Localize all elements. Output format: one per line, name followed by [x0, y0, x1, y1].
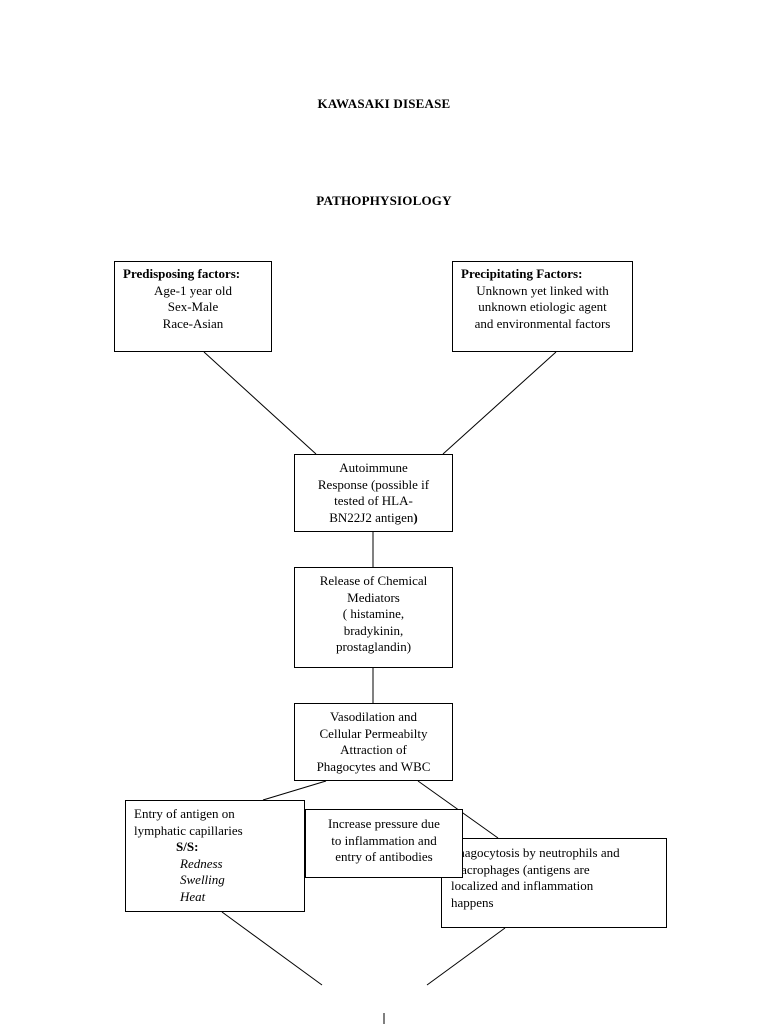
- autoimmune-line-2: Response (possible if: [317, 476, 430, 492]
- section-title: PATHOPHYSIOLOGY: [316, 193, 452, 208]
- antigen-entry-box: Entry of antigen on lymphatic capillarie…: [125, 800, 305, 912]
- sign-swelling: Swelling: [180, 872, 225, 887]
- signs-symptoms-label: S/S:: [176, 839, 199, 854]
- phagocytosis-line-2: macrophages (antigens are: [451, 861, 590, 877]
- pressure-line-1: Increase pressure due: [328, 816, 440, 831]
- pressure-line-2: to inflammation and: [331, 832, 437, 848]
- connector-entry-to-bottom: [221, 911, 323, 986]
- pressure-line-3: entry of antibodies: [335, 849, 433, 864]
- autoimmune-response-box: Autoimmune Response (possible if tested …: [294, 454, 453, 532]
- autoimmune-closing-paren: ): [413, 509, 418, 525]
- chemical-line-1: Release of Chemical: [319, 573, 428, 588]
- connector-predisposing-to-autoimmune: [203, 351, 317, 455]
- predisposing-race: Race-Asian: [162, 315, 224, 331]
- chemical-line-3: ( histamine,: [342, 606, 405, 621]
- increase-pressure-box: Increase pressure due to inflammation an…: [305, 809, 463, 878]
- predisposing-age: Age-1 year old: [154, 282, 232, 298]
- vasodilation-line-3: Attraction of: [340, 742, 407, 757]
- autoimmune-line-3: tested of HLA-: [334, 493, 413, 508]
- entry-line-2: lymphatic capillaries: [134, 822, 243, 838]
- connector-precipitating-to-autoimmune: [442, 351, 557, 455]
- phagocytosis-box: Phagocytosis by neutrophils and macropha…: [441, 838, 667, 928]
- entry-line-1: Entry of antigen on: [134, 806, 235, 821]
- connector-vasodilation-to-entry: [262, 780, 327, 801]
- vasodilation-line-2: Cellular Permeabilty: [319, 725, 428, 741]
- connector-phagocytosis-to-bottom: [426, 927, 506, 986]
- phagocytosis-line-3: localized and inflammation: [451, 878, 594, 893]
- sign-heat: Heat: [180, 888, 206, 904]
- chemical-line-5: prostaglandin): [335, 639, 412, 654]
- chemical-line-2: Mediators: [347, 589, 400, 605]
- predisposing-sex: Sex-Male: [167, 299, 219, 314]
- autoimmune-antigen: BN22J2 antigen: [329, 509, 414, 525]
- chemical-line-4: bradykinin,: [343, 622, 404, 638]
- phagocytosis-line-1: Phagocytosis by neutrophils and: [451, 845, 620, 860]
- vasodilation-box: Vasodilation and Cellular Permeabilty At…: [294, 703, 453, 781]
- vasodilation-line-4: Phagocytes and WBC: [316, 758, 431, 774]
- vasodilation-line-1: Vasodilation and: [329, 709, 417, 724]
- phagocytosis-line-4: happens: [451, 894, 494, 910]
- autoimmune-line-4: BN22J2 antigen): [299, 510, 448, 527]
- predisposing-factors-box: Predisposing factors: Age-1 year old Sex…: [114, 261, 272, 352]
- precipitating-line-3: and environmental factors: [474, 315, 611, 331]
- precipitating-line-2: unknown etiologic agent: [478, 299, 607, 314]
- chemical-mediators-box: Release of Chemical Mediators ( histamin…: [294, 567, 453, 668]
- autoimmune-line-1: Autoimmune: [339, 460, 408, 475]
- sign-redness: Redness: [180, 855, 223, 871]
- document-title: KAWASAKI DISEASE: [317, 96, 451, 111]
- predisposing-heading: Predisposing factors:: [123, 266, 241, 281]
- precipitating-factors-box: Precipitating Factors: Unknown yet linke…: [452, 261, 633, 352]
- precipitating-heading: Precipitating Factors:: [461, 266, 583, 281]
- precipitating-line-1: Unknown yet linked with: [476, 282, 609, 298]
